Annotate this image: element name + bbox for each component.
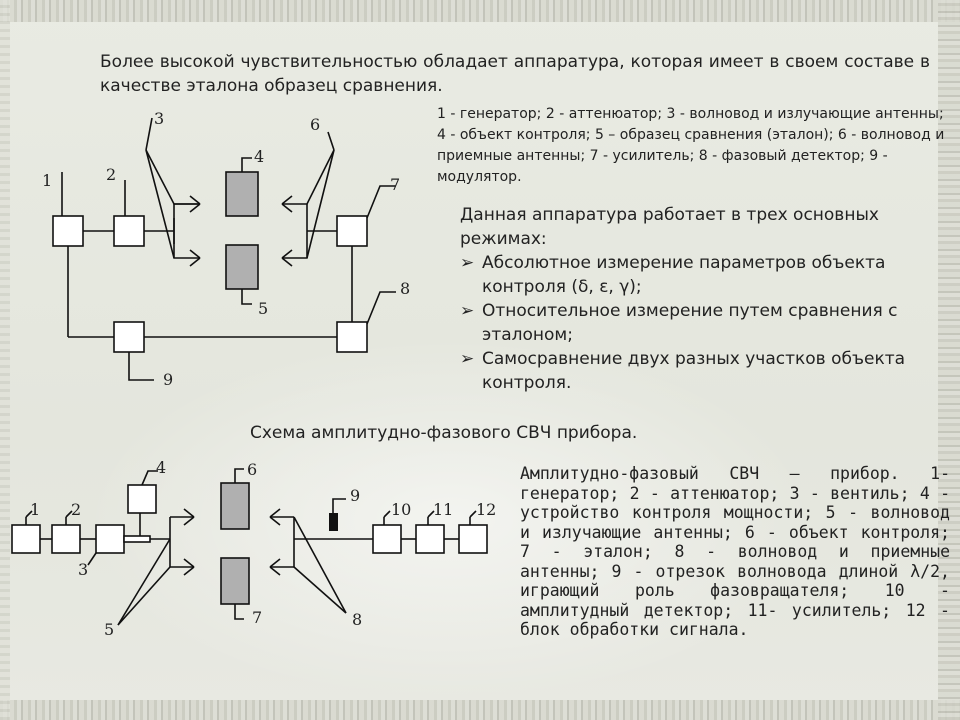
decor-stripe-top bbox=[0, 0, 960, 22]
phase-shifter-segment bbox=[329, 513, 338, 531]
diagram1-label-5: 5 bbox=[258, 299, 268, 318]
modes-list-item: ➢ Абсолютное измерение параметров объекта… bbox=[460, 251, 940, 299]
block-power-monitor bbox=[127, 484, 157, 514]
block-amplitude-detector bbox=[372, 524, 402, 554]
diagram2-label-10: 10 bbox=[391, 500, 411, 519]
diagram1-label-3: 3 bbox=[154, 109, 164, 128]
diagram2-label-5: 5 bbox=[104, 620, 114, 639]
block-generator bbox=[52, 215, 84, 247]
diagram2-label-9: 9 bbox=[350, 486, 360, 505]
diagram2-label-1: 1 bbox=[30, 500, 40, 519]
test-object bbox=[220, 482, 250, 530]
modes-list-item: ➢ Самосравнение двух разных участков объе… bbox=[460, 347, 940, 395]
block-modulator bbox=[113, 321, 145, 353]
diagram1-label-4: 4 bbox=[254, 147, 264, 166]
modes-item-text: Абсолютное измерение параметров объекта … bbox=[482, 253, 886, 297]
block-signal-processor bbox=[458, 524, 488, 554]
decor-stripe-left bbox=[0, 0, 10, 720]
modes-item-text: Относительное измерение путем сравнения … bbox=[482, 301, 898, 345]
block-attenuator bbox=[51, 524, 81, 554]
diagram2-label-3: 3 bbox=[78, 560, 88, 579]
block-amplifier bbox=[415, 524, 445, 554]
diagram2-label-4: 4 bbox=[156, 458, 166, 477]
reference-sample bbox=[220, 557, 250, 605]
diagram2-label-8: 8 bbox=[352, 610, 362, 629]
block-attenuator bbox=[113, 215, 145, 247]
diagram1-label-9: 9 bbox=[163, 370, 173, 389]
diagram2-label-2: 2 bbox=[71, 500, 81, 519]
block-phase-detector bbox=[336, 321, 368, 353]
block-generator bbox=[11, 524, 41, 554]
diagram1-label-2: 2 bbox=[106, 165, 116, 184]
bullet-arrow-icon: ➢ bbox=[460, 301, 475, 321]
decor-stripe-bottom bbox=[0, 700, 960, 720]
decor-stripe-right bbox=[938, 0, 960, 720]
diagram1-label-8: 8 bbox=[400, 279, 410, 298]
diagram1-schematic: 1 2 3 4 5 6 7 8 9 bbox=[42, 109, 410, 389]
modes-list-item: ➢ Относительное измерение путем сравнения… bbox=[460, 299, 940, 347]
diagram2-label-6: 6 bbox=[247, 460, 257, 479]
test-object bbox=[225, 171, 259, 217]
diagram2-label-11: 11 bbox=[433, 500, 453, 519]
intro-paragraph: Более высокой чувствительностью обладает… bbox=[100, 52, 930, 96]
diagram1-label-6: 6 bbox=[310, 115, 320, 134]
diagram1-label-1: 1 bbox=[42, 171, 52, 190]
block-amplifier bbox=[336, 215, 368, 247]
modes-heading: Данная аппаратура работает в трех основн… bbox=[460, 205, 879, 249]
reference-sample bbox=[225, 244, 259, 290]
bullet-arrow-icon: ➢ bbox=[460, 349, 475, 369]
block-isolator bbox=[95, 524, 125, 554]
modes-block: Данная аппаратура работает в трех основн… bbox=[460, 203, 940, 395]
modes-item-text: Самосравнение двух разных участков объек… bbox=[482, 349, 906, 393]
diagram1-label-7: 7 bbox=[390, 175, 400, 194]
diagram2-caption: Схема амплитудно-фазового СВЧ прибора. bbox=[250, 423, 638, 443]
bullet-arrow-icon: ➢ bbox=[460, 253, 475, 273]
diagram1-legend: 1 - генератор; 2 - аттенюатор; 3 - волно… bbox=[437, 106, 945, 185]
diagram2-label-7: 7 bbox=[252, 608, 262, 627]
diagram2-schematic: 1 2 3 4 5 6 7 8 9 10 11 12 bbox=[11, 458, 496, 639]
diagram2-label-12: 12 bbox=[476, 500, 496, 519]
modes-list: ➢ Абсолютное измерение параметров объекта… bbox=[460, 251, 940, 395]
diagram2-legend: Амплитудно-фазовый СВЧ – прибор. 1- гене… bbox=[520, 464, 950, 639]
